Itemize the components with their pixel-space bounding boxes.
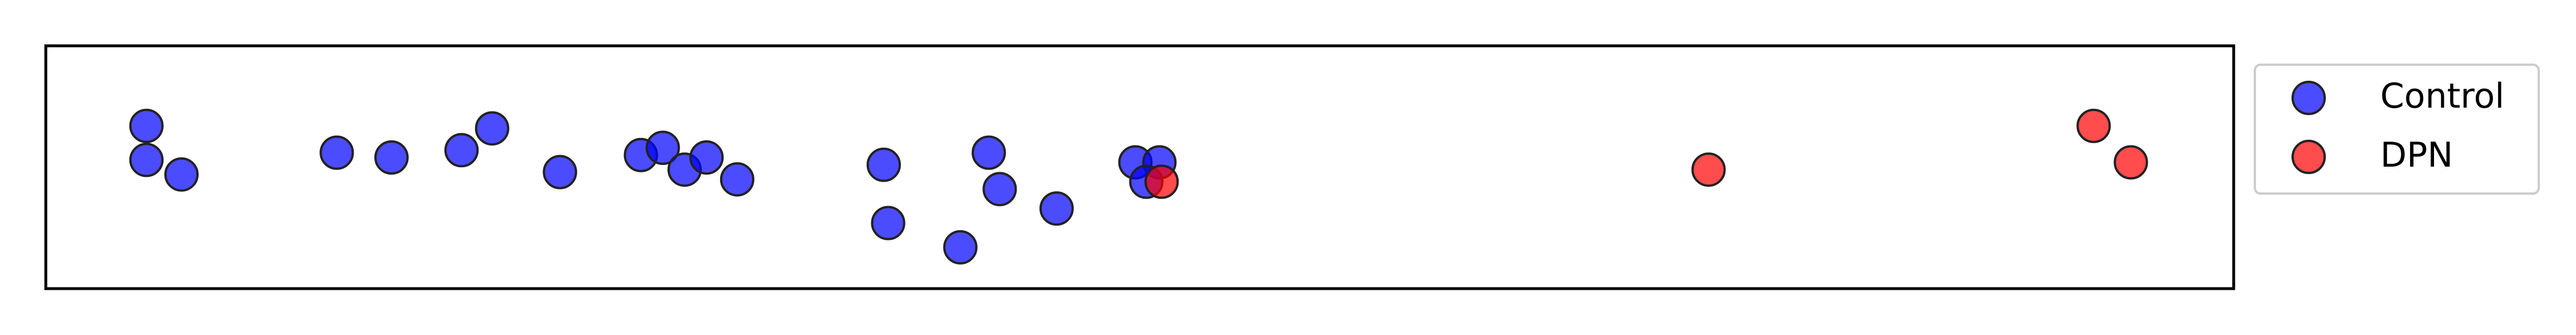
data-points (129, 108, 2148, 265)
legend-label-dpn: DPN (2380, 135, 2453, 175)
legend-marker-control (2291, 81, 2326, 115)
dpn-point-3 (2113, 145, 2148, 180)
plot-frame (44, 44, 2235, 290)
dpn-point-2 (2076, 108, 2111, 143)
control-point-1 (129, 143, 164, 178)
control-point-2 (164, 157, 199, 192)
control-point-13 (866, 147, 901, 182)
control-point-15 (943, 230, 978, 265)
control-point-7 (543, 155, 578, 190)
control-point-11 (689, 140, 724, 175)
control-point-18 (1039, 191, 1074, 226)
control-point-9 (645, 131, 680, 165)
dpn-point-1 (1691, 152, 1726, 187)
control-point-14 (871, 206, 906, 241)
legend-box (2254, 64, 2540, 195)
control-point-5 (444, 133, 479, 168)
legend-marker-dpn (2291, 140, 2326, 174)
control-point-16 (971, 135, 1006, 170)
control-point-0 (129, 108, 164, 143)
control-point-17 (982, 172, 1017, 207)
dpn-point-0 (1144, 164, 1179, 199)
control-point-12 (720, 162, 754, 197)
control-point-3 (319, 135, 354, 170)
legend-label-control: Control (2380, 76, 2504, 116)
legend: Control DPN (2254, 64, 2540, 195)
control-point-4 (374, 140, 409, 175)
control-point-6 (475, 111, 509, 146)
